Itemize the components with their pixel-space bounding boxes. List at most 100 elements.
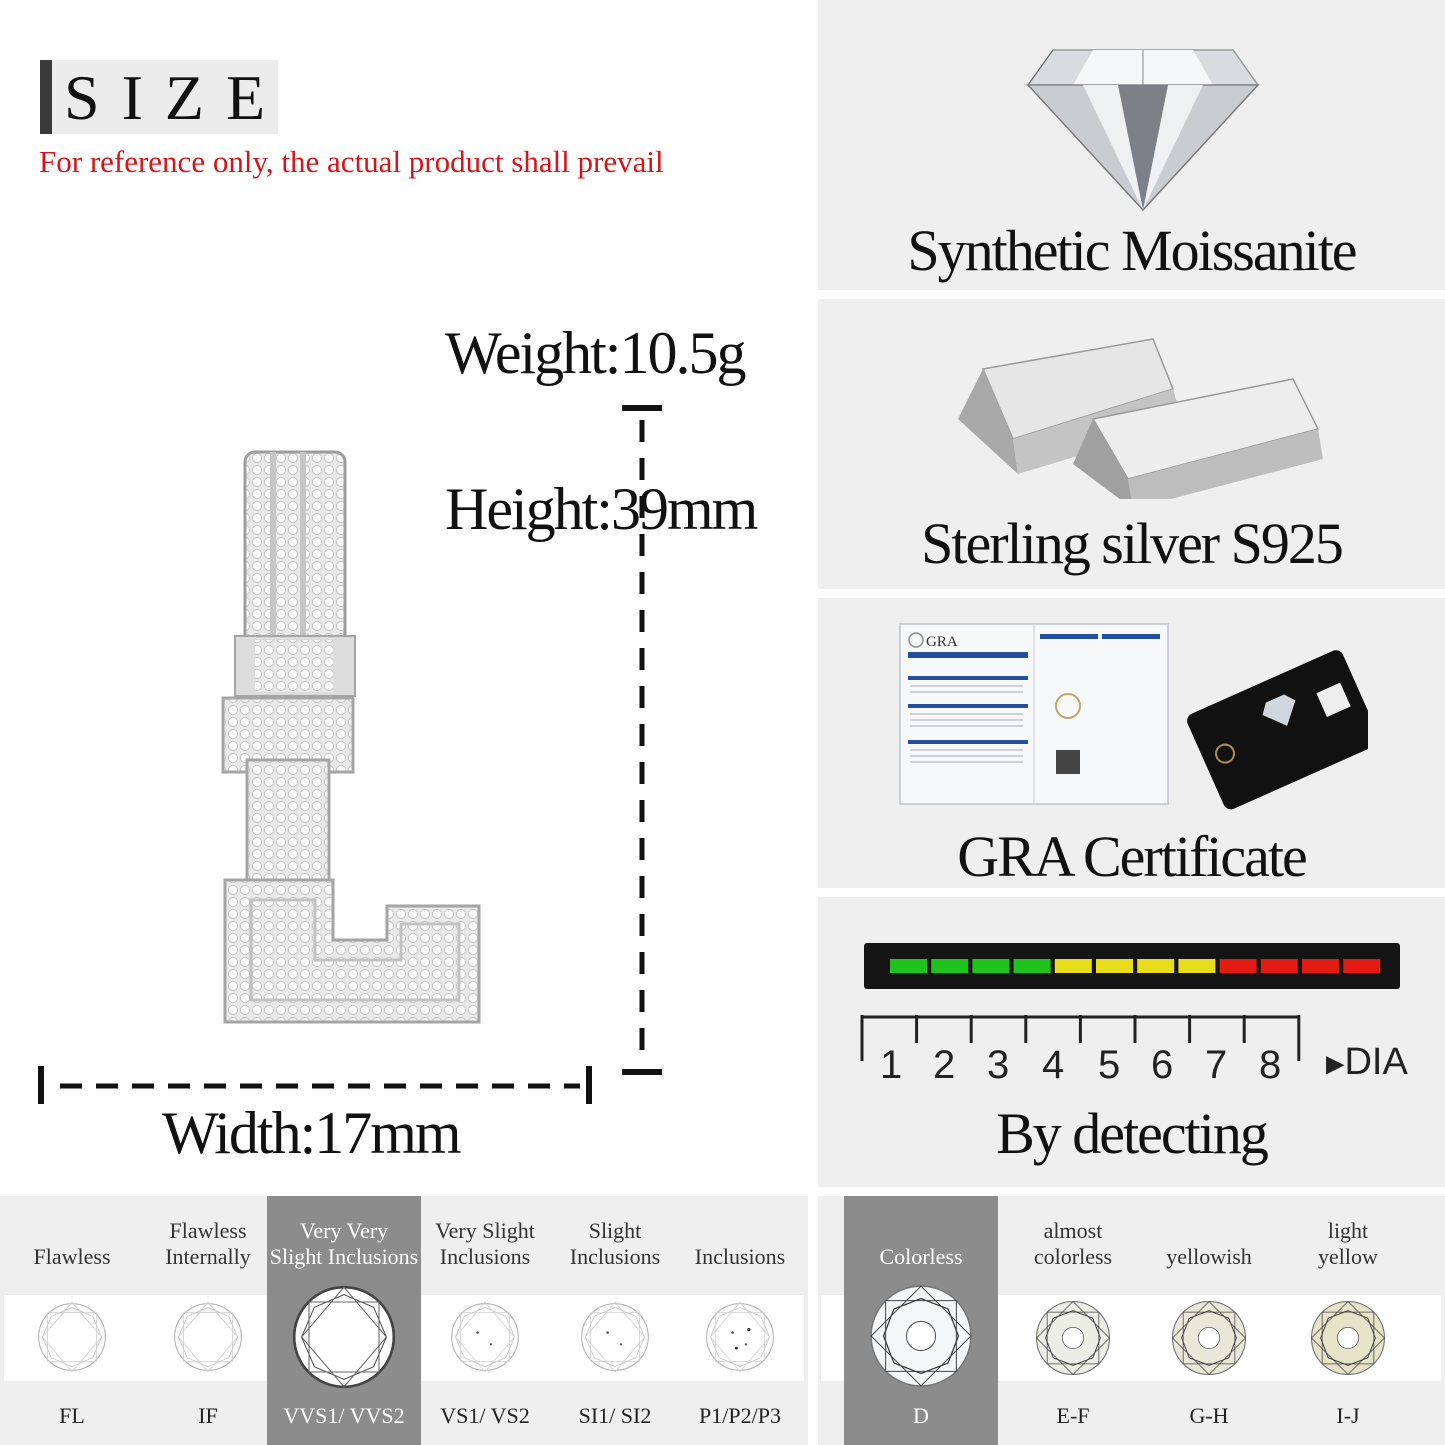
- led-segment: [972, 959, 1010, 973]
- clarity-grade-column: Very Slight Inclusions VS1/ VS2: [410, 1196, 560, 1445]
- clarity-stone-diagram-icon: [174, 1301, 242, 1373]
- clarity-stone-diagram-icon: [38, 1301, 106, 1373]
- led-segment: [1343, 959, 1381, 973]
- color-code: E-F: [1056, 1403, 1090, 1428]
- color-grade-section: Colorless D almost colorless: [818, 1196, 1445, 1445]
- play-arrow-icon: ▶: [1326, 1050, 1345, 1078]
- scale-number: 5: [1098, 1043, 1121, 1087]
- size-heading: SIZE: [64, 62, 288, 133]
- color-grade-column: almost colorless E-F: [998, 1196, 1148, 1445]
- scale-number: 1: [880, 1043, 903, 1087]
- clarity-stone-diagram-icon: [451, 1301, 519, 1373]
- clarity-grade-column: Flawless Internally IF: [133, 1196, 283, 1445]
- clarity-label-line1: Flawless: [169, 1218, 247, 1243]
- scale-number: 6: [1151, 1043, 1174, 1087]
- feature-panel-silver: Sterling silver S925: [818, 299, 1445, 589]
- gra-logo-text: GRA: [926, 634, 958, 650]
- letter-l-pendant-image: [221, 450, 481, 1024]
- scale-number: 4: [1042, 1043, 1065, 1087]
- clarity-label-line2: Slight Inclusions: [269, 1244, 419, 1269]
- feature-title-silver: Sterling silver S925: [921, 511, 1344, 576]
- width-spec: Width:17mm: [162, 1100, 462, 1166]
- clarity-code: P1/P2/P3: [699, 1403, 781, 1428]
- clarity-label: Very Slight Inclusions: [410, 1218, 560, 1270]
- clarity-code: VS1/ VS2: [440, 1403, 530, 1428]
- feature-panel-moissanite: Synthetic Moissanite: [818, 0, 1445, 290]
- clarity-label-line1: Very Slight: [435, 1218, 535, 1243]
- diamond-icon: [1026, 49, 1260, 212]
- feature-title-tester: By detecting: [996, 1101, 1269, 1166]
- diamond-stone-icon: [1035, 1300, 1111, 1376]
- scale-number: 8: [1259, 1043, 1282, 1087]
- color-grade-column: yellowish G-H: [1134, 1196, 1284, 1445]
- clarity-label-line1: Flawless: [33, 1244, 111, 1269]
- color-label-line1: light: [1327, 1218, 1369, 1243]
- clarity-label: Inclusions: [665, 1244, 815, 1270]
- led-segment: [931, 959, 969, 973]
- led-segment: [1260, 959, 1298, 973]
- scale-number: 7: [1205, 1043, 1228, 1087]
- clarity-label-line1: Inclusions: [694, 1244, 786, 1269]
- clarity-label: Flawless: [0, 1244, 147, 1270]
- tester-scale: [860, 1015, 1301, 1061]
- scale-number: 3: [987, 1043, 1010, 1087]
- feature-panel-certificate: GRA GRA Certificate: [818, 598, 1445, 889]
- feature-panel-tester: 1 2 3 4 5 6 7 8 ▶DIA By detecting: [818, 897, 1445, 1187]
- color-label: Colorless: [846, 1244, 996, 1270]
- led-segment: [1219, 959, 1257, 973]
- clarity-code: FL: [59, 1403, 85, 1428]
- clarity-label-line2: Inclusions: [439, 1244, 531, 1269]
- width-dimension-line: [38, 1066, 592, 1104]
- diamond-stone-icon: [1310, 1300, 1386, 1376]
- color-code: I-J: [1336, 1403, 1360, 1428]
- tester-scale-labels: 1 2 3 4 5 6 7 8 ▶DIA: [818, 1027, 1445, 1087]
- dia-label: DIA: [1344, 1041, 1408, 1083]
- color-grade-column: light yellow I-J: [1273, 1196, 1423, 1445]
- clarity-grade-column: Slight Inclusions SI1/ SI2: [540, 1196, 690, 1445]
- color-label-line2: colorless: [1033, 1244, 1113, 1269]
- clarity-label: Very Very Slight Inclusions: [269, 1218, 419, 1270]
- color-label: almost colorless: [998, 1218, 1148, 1270]
- color-label-line1: yellowish: [1166, 1244, 1252, 1269]
- clarity-stone-diagram-icon: [292, 1285, 396, 1389]
- led-segment: [1137, 959, 1175, 973]
- color-label-line1: Colorless: [879, 1244, 963, 1269]
- led-segment: [1054, 959, 1092, 973]
- clarity-grade-section: Flawless FL Flawless Internally: [0, 1196, 808, 1445]
- clarity-grade-column: Inclusions P1/P2/P3: [665, 1196, 815, 1445]
- feature-title-certificate: GRA Certificate: [957, 824, 1308, 889]
- weight-spec: Weight:10.5g: [445, 320, 746, 386]
- color-label-line1: almost: [1043, 1218, 1103, 1243]
- silver-bars-icon: [958, 338, 1323, 499]
- clarity-label-line1: Very Very: [299, 1218, 389, 1243]
- tester-icon: [864, 943, 1400, 989]
- clarity-stone-diagram-icon: [706, 1301, 774, 1373]
- led-segment: [1096, 959, 1133, 973]
- diamond-stone-icon: [1171, 1300, 1247, 1376]
- led-segment: [1302, 959, 1339, 973]
- color-label-line2: yellow: [1318, 1244, 1378, 1269]
- clarity-stone-diagram-icon: [581, 1301, 649, 1373]
- clarity-code: IF: [198, 1403, 218, 1428]
- size-heading-bar: [40, 60, 52, 134]
- diamond-stone-icon: [870, 1285, 972, 1387]
- height-dimension-line: [622, 405, 662, 1075]
- color-code: D: [913, 1403, 929, 1428]
- led-segment: [890, 959, 927, 973]
- clarity-label-line2: Inclusions: [569, 1244, 661, 1269]
- clarity-grade-column: Flawless FL: [0, 1196, 147, 1445]
- clarity-label-line2: Internally: [165, 1244, 251, 1269]
- clarity-label: Flawless Internally: [133, 1218, 283, 1270]
- size-heading-box: [40, 60, 278, 134]
- feature-title-moissanite: Synthetic Moissanite: [907, 218, 1357, 283]
- clarity-label: Slight Inclusions: [540, 1218, 690, 1270]
- certificate-icon: GRA: [899, 623, 1368, 810]
- color-label: yellowish: [1134, 1244, 1284, 1270]
- led-segment: [1178, 959, 1216, 973]
- color-code: G-H: [1189, 1403, 1229, 1428]
- scale-number: 2: [933, 1043, 956, 1087]
- color-grade-column: Colorless D: [846, 1196, 996, 1445]
- reference-note: For reference only, the actual product s…: [39, 144, 664, 179]
- height-spec: Height:39mm: [445, 476, 758, 542]
- dia-indicator: ▶DIA: [1326, 1041, 1408, 1084]
